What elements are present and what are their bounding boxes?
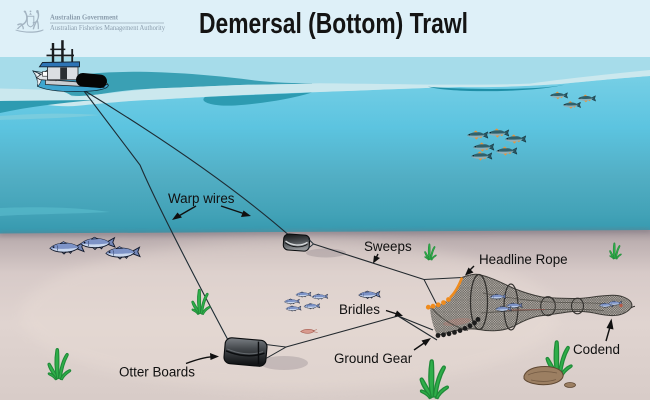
svg-text:Bridles: Bridles <box>339 302 380 317</box>
svg-text:Australian Fisheries Managemen: Australian Fisheries Management Authorit… <box>50 23 165 32</box>
svg-text:Warp wires: Warp wires <box>168 191 235 206</box>
svg-text:Otter Boards: Otter Boards <box>119 365 195 380</box>
svg-text:Codend: Codend <box>573 342 620 357</box>
svg-text:Australian Government: Australian Government <box>50 13 118 22</box>
svg-text:Sweeps: Sweeps <box>364 239 412 254</box>
svg-text:Ground Gear: Ground Gear <box>334 351 413 366</box>
svg-text:Headline Rope: Headline Rope <box>479 252 568 267</box>
svg-text:Demersal (Bottom) Trawl: Demersal (Bottom) Trawl <box>199 8 468 40</box>
